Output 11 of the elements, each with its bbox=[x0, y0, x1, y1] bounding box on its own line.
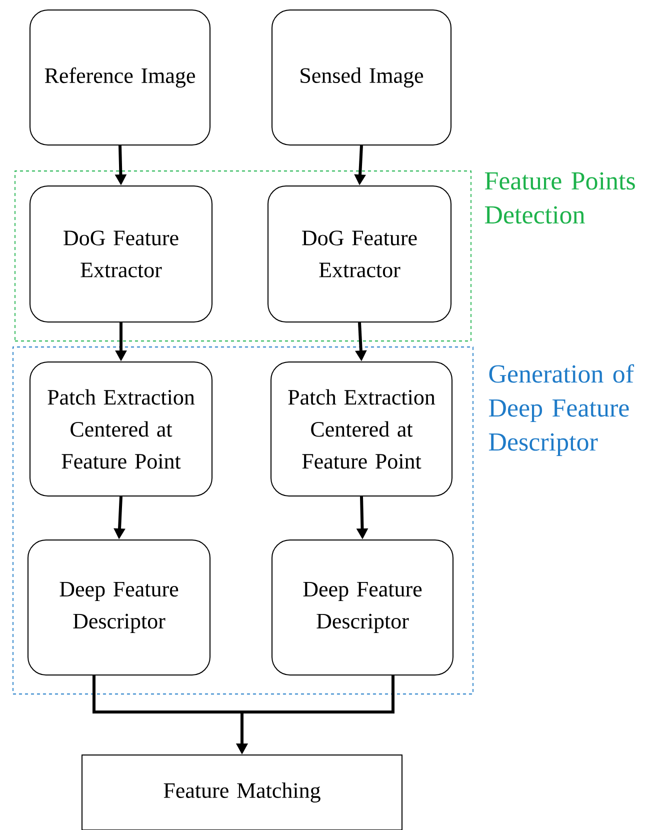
process-box: Sensed Image bbox=[272, 10, 452, 146]
process-box: DoG Feature Extractor bbox=[268, 186, 452, 322]
process-box: Patch Extraction Centered at Feature Point bbox=[30, 362, 212, 496]
process-box: Deep Feature Descriptor bbox=[28, 540, 210, 676]
group-title: Generation of Deep Feature Descriptor bbox=[488, 364, 634, 456]
process-box: Feature Matching bbox=[82, 754, 402, 830]
process-box: DoG Feature Extractor bbox=[30, 186, 212, 322]
group-title: Feature Points Detection bbox=[484, 172, 635, 224]
process-box: Reference Image bbox=[30, 10, 210, 146]
process-box: Deep Feature Descriptor bbox=[272, 540, 454, 676]
process-box: Patch Extraction Centered at Feature Point bbox=[270, 362, 452, 496]
